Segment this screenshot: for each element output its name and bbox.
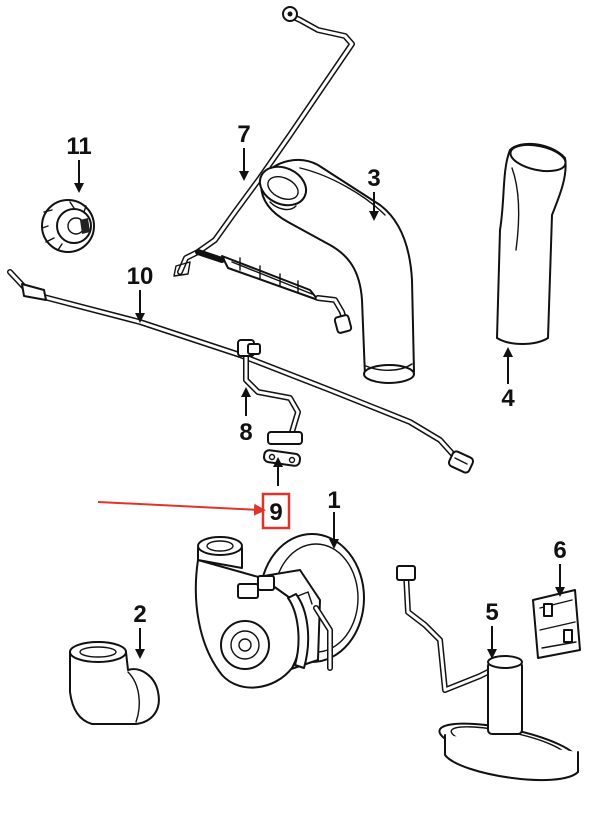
highlight-arrow — [97, 501, 266, 516]
intake-tube-part-3 — [258, 158, 415, 384]
callout-labels: 1 2 3 4 5 6 7 8 9 10 11 — [66, 121, 566, 628]
callout-3[interactable]: 3 — [367, 165, 380, 192]
highlight-box — [261, 492, 291, 530]
callout-9[interactable]: 9 — [269, 499, 282, 526]
callout-10[interactable]: 10 — [127, 263, 154, 290]
callout-4[interactable]: 4 — [501, 385, 515, 412]
gasket-part-9 — [262, 449, 302, 467]
hose-part-4 — [496, 142, 567, 345]
turbocharger-part-1 — [194, 533, 365, 689]
callout-1[interactable]: 1 — [327, 487, 340, 514]
callout-11[interactable]: 11 — [66, 133, 91, 160]
callout-8[interactable]: 8 — [239, 419, 252, 446]
bracket-part-6 — [532, 589, 581, 659]
oil-feed-line-part-7 — [173, 6, 355, 334]
oil-line-part-8 — [237, 339, 303, 445]
callout-5[interactable]: 5 — [485, 599, 498, 626]
cap-part-11 — [41, 199, 95, 253]
elbow-hose-part-2 — [69, 641, 160, 725]
callout-7[interactable]: 7 — [237, 121, 250, 148]
highlight-indicator — [97, 492, 291, 530]
oil-drain-part-5 — [396, 565, 579, 782]
leader-lines — [74, 148, 565, 659]
callout-2[interactable]: 2 — [133, 601, 146, 628]
callout-6[interactable]: 6 — [553, 537, 566, 564]
